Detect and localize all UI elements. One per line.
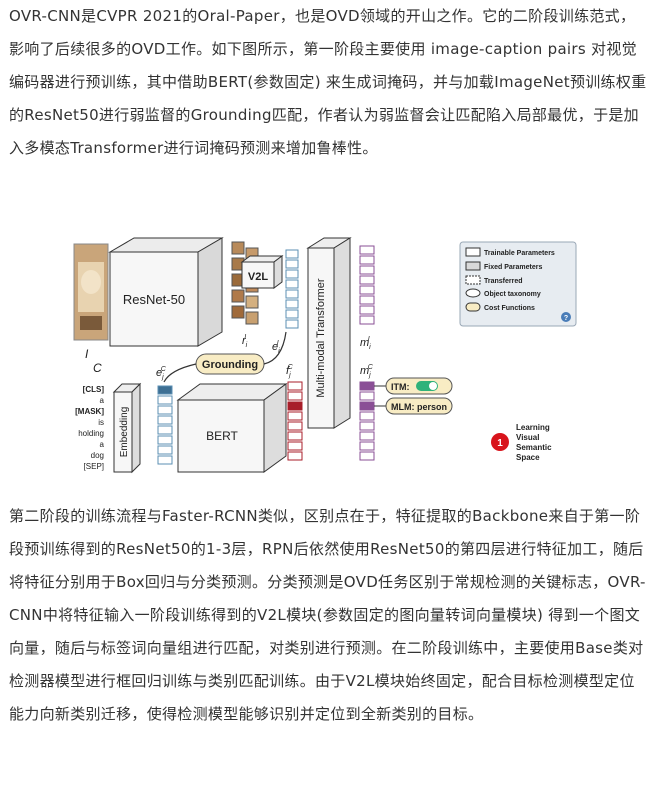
transformer-label: Multi-modal Transformer [315, 278, 327, 398]
text-embedding-column [157, 385, 173, 465]
caption-token: is [98, 418, 104, 427]
caption-token: dog [91, 451, 104, 460]
text-embedding-label: ejC [156, 366, 167, 381]
bert-label: BERT [206, 429, 238, 443]
fixed-legend-icon [465, 261, 481, 271]
intro-paragraph: OVR-CNN是CVPR 2021的Oral-Paper，也是OVD领域的开山之… [9, 7, 647, 157]
legend-box [459, 241, 577, 327]
image-label: I [85, 347, 89, 361]
embedding-block [112, 382, 142, 474]
ovr-cnn-architecture-figure: I ResNet-50 riI V2L eiI Grounding [60, 232, 600, 478]
itm-label: ITM: [391, 382, 410, 392]
caption-token: a [100, 440, 105, 449]
caption-label: C [93, 361, 102, 375]
grounding-label: Grounding [202, 359, 258, 371]
resnet-label: ResNet-50 [123, 292, 185, 307]
legend-label: Fixed Parameters [484, 264, 542, 271]
visual-embedding-column [285, 249, 299, 329]
multimodal-transformer-block [306, 237, 352, 429]
v2l-label: V2L [248, 271, 268, 283]
transferred-legend-icon [465, 275, 481, 285]
v2l-block [240, 255, 284, 289]
step-text-line: Space [516, 453, 540, 462]
legend-label: Object taxonomy [484, 291, 541, 298]
output-text-column [359, 381, 375, 461]
help-glyph: ? [564, 315, 568, 322]
step-text-line: Visual [516, 433, 539, 442]
bert-block [176, 383, 288, 473]
mlm-label: MLM: person [391, 402, 447, 412]
caption-token: [CLS] [83, 385, 105, 394]
grounding-arrow-text [163, 363, 197, 383]
taxonomy-legend-icon [465, 288, 481, 298]
visual-embedding-label: eiI [272, 340, 280, 355]
region-label: riI [242, 334, 248, 349]
trainable-legend-icon [465, 247, 481, 257]
legend-label: Cost Functions [484, 305, 535, 312]
output-text-label: mjC [360, 364, 374, 379]
input-image [73, 243, 109, 341]
step-text-line: Semantic [516, 443, 552, 452]
caption-token: a [100, 396, 105, 405]
cost-legend-icon [465, 302, 481, 312]
second-stage-paragraph: 第二阶段的训练流程与Faster-RCNN类似，区别点在于，特征提取的Backb… [9, 507, 646, 723]
grounding-arrow-visual [263, 331, 287, 365]
text-feature-column [287, 381, 303, 461]
itm-node [385, 377, 453, 395]
legend-label: Trainable Parameters [484, 250, 555, 257]
mlm-node [385, 397, 453, 415]
resnet50-block [108, 237, 224, 347]
caption-token: [MASK] [75, 407, 104, 416]
caption-token: [SEP] [84, 462, 104, 471]
text-feature-label: fjC [286, 364, 294, 379]
caption-tokens: [CLS] a [MASK] is holding a dog [SEP] [75, 385, 104, 471]
output-image-column [359, 245, 375, 325]
caption-token: holding [78, 429, 104, 438]
step-badge [491, 433, 509, 451]
step-text-line: Learning [516, 423, 550, 432]
embedding-label: Embedding [119, 407, 130, 458]
help-icon [561, 312, 571, 322]
legend-label: Transferred [484, 278, 523, 285]
output-image-label: miI [360, 336, 371, 351]
step-number: 1 [497, 438, 503, 449]
